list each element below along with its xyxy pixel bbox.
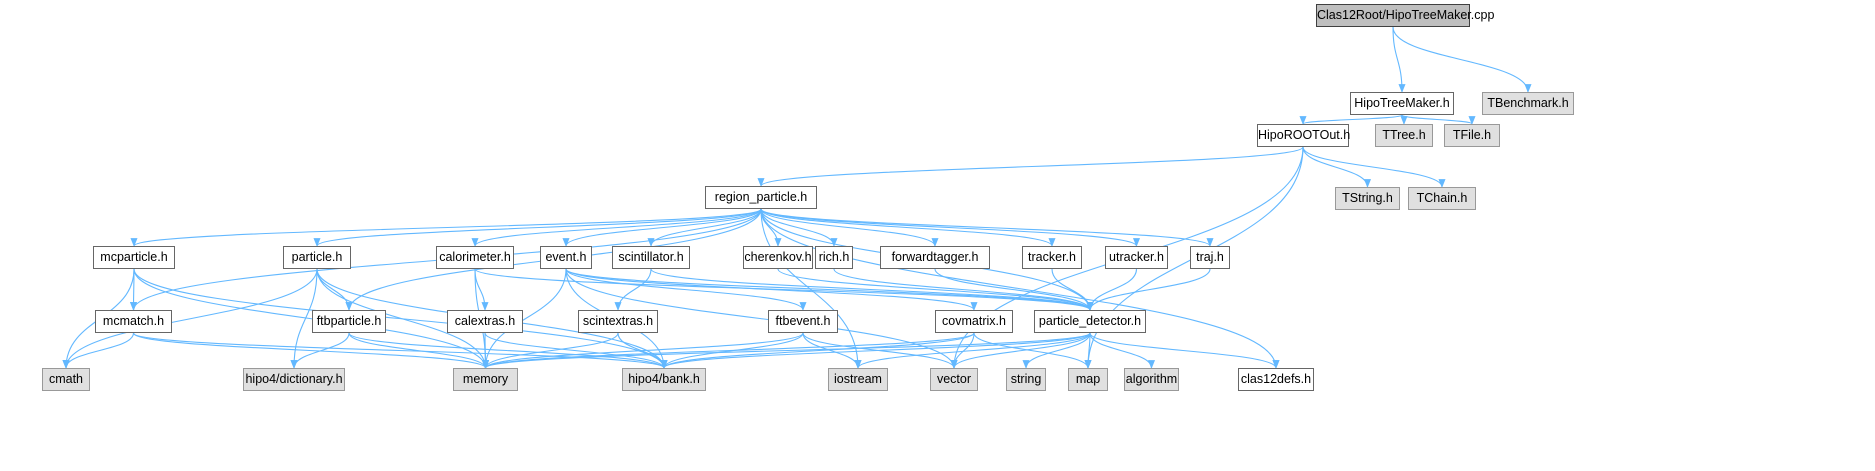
edge-particle_detector-to-iostream [854,332,1091,369]
node-region-particle[interactable]: region_particle.h [705,186,817,209]
node-tfile[interactable]: TFile.h [1444,124,1500,147]
node-calextras[interactable]: calextras.h [447,310,523,333]
node-memory[interactable]: memory [453,368,518,391]
edge-cherenkov-to-particle_detector [777,268,1094,311]
node-mcmatch[interactable]: mcmatch.h [95,310,172,333]
edge-forwardtagger-to-particle_detector [934,268,1094,311]
node-string[interactable]: string [1006,368,1046,391]
edge-particle-to-memory [316,268,489,369]
edge-traj-to-particle_detector [1086,268,1211,311]
node-cherenkov[interactable]: cherenkov.h [743,246,813,269]
node-tbenchmark[interactable]: TBenchmark.h [1482,92,1574,115]
edge-hipotreemaker-to-tfile [1401,114,1476,125]
node-rich[interactable]: rich.h [815,246,853,269]
edge-particle-to-ftbparticle [316,268,353,311]
edge-covmatrix-to-map [973,332,1092,369]
edge-region_particle-to-calorimeter [471,208,762,247]
edge-calorimeter-to-calextras [474,268,489,311]
edge-ftbevent-to-memory [482,332,804,369]
edge-particle_detector-to-algorithm [1089,332,1155,369]
edge-region_particle-to-clas12defs [760,208,1280,369]
edge-mcparticle-to-mcmatch [129,268,138,311]
edge-particle_detector-to-memory [482,332,1091,369]
edge-scintillator-to-particle_detector [650,268,1094,311]
node-ftbevent[interactable]: ftbevent.h [768,310,838,333]
edge-mcparticle-to-bank [133,268,668,369]
edge-calextras-to-bank [484,332,668,369]
node-ttree[interactable]: TTree.h [1375,124,1433,147]
edge-covmatrix-to-memory [482,332,975,369]
edge-particle-to-dictionary [290,268,318,369]
node-cmath[interactable]: cmath [42,368,90,391]
edge-particle-to-cmath [62,268,318,369]
node-particle-detector[interactable]: particle_detector.h [1034,310,1146,333]
node-hipotreemaker[interactable]: HipoTreeMaker.h [1350,92,1454,115]
node-map[interactable]: map [1068,368,1108,391]
edge-region_particle-to-forwardtagger [760,208,939,247]
edge-event-to-vector [565,268,958,369]
edge-particle_detector-to-map [1084,332,1092,369]
edge-calextras-to-memory [481,332,490,369]
edge-particle_detector-to-vector [950,332,1091,369]
edge-particle_detector-to-string [1022,332,1091,369]
edge-particle_detector-to-bank [660,332,1091,369]
node-algorithm[interactable]: algorithm [1124,368,1179,391]
node-event[interactable]: event.h [540,246,592,269]
edge-cpp-to-hipotreemaker [1392,26,1406,93]
node-tstring[interactable]: TString.h [1335,187,1400,210]
edge-event-to-memory [481,268,567,369]
node-utracker[interactable]: utracker.h [1105,246,1168,269]
edge-region_particle-to-tracker [760,208,1056,247]
edge-hiporootout-to-region_particle [757,146,1304,187]
edge-region_particle-to-utracker [760,208,1140,247]
edge-hipotreemaker-to-ttree [1400,114,1408,125]
edge-ftbparticle-to-memory [348,332,489,369]
node-clas12defs[interactable]: clas12defs.h [1238,368,1314,391]
edge-cpp-to-tbenchmark [1392,26,1532,93]
node-traj[interactable]: traj.h [1190,246,1230,269]
edge-region_particle-to-event [562,208,762,247]
node-scintextras[interactable]: scintextras.h [578,310,658,333]
edge-mcmatch-to-cmath [62,332,135,369]
edge-region_particle-to-mcparticle [130,208,762,247]
node-particle[interactable]: particle.h [283,246,351,269]
edge-covmatrix-to-bank [660,332,975,369]
edge-scintextras-to-memory [482,332,619,369]
edge-particle_detector-to-clas12defs [1089,332,1280,369]
node-hiporootout[interactable]: HipoROOTOut.h [1257,124,1350,147]
edge-region_particle-to-rich [760,208,838,247]
edge-hipotreemaker-to-hiporootout [1299,114,1403,125]
edge-ftbparticle-to-bank [348,332,668,369]
edge-mcparticle-to-memory [133,268,489,369]
node-covmatrix[interactable]: covmatrix.h [935,310,1013,333]
node-forwardtagger[interactable]: forwardtagger.h [880,246,990,269]
node-cpp[interactable]: Clas12Root/HipoTreeMaker.cpp [1316,4,1494,27]
node-calorimeter[interactable]: calorimeter.h [436,246,514,269]
edge-hiporootout-to-tchain [1302,146,1446,188]
node-tchain[interactable]: TChain.h [1408,187,1476,210]
edge-scintillator-to-scintextras [614,268,652,311]
node-ftbparticle[interactable]: ftbparticle.h [312,310,386,333]
edge-hiporootout-to-tstring [1302,146,1371,188]
edge-event-to-ftbevent [565,268,807,311]
edge-rich-to-particle_detector [833,268,1094,311]
edge-mcmatch-to-memory [132,332,489,369]
node-dictionary[interactable]: hipo4/dictionary.h [243,368,345,391]
node-bank[interactable]: hipo4/bank.h [622,368,706,391]
edge-event-to-particle_detector [565,268,1094,311]
edge-region_particle-to-particle [313,208,762,247]
node-scintillator[interactable]: scintillator.h [612,246,690,269]
node-tracker[interactable]: tracker.h [1022,246,1082,269]
edge-region_particle-to-traj [760,208,1214,247]
edge-calorimeter-to-particle_detector [474,268,1094,311]
edge-event-to-covmatrix [565,268,978,311]
node-iostream[interactable]: iostream [828,368,888,391]
edge-mcmatch-to-bank [132,332,668,369]
node-vector[interactable]: vector [930,368,978,391]
node-mcparticle[interactable]: mcparticle.h [93,246,175,269]
edge-ftbparticle-to-dictionary [290,332,350,369]
